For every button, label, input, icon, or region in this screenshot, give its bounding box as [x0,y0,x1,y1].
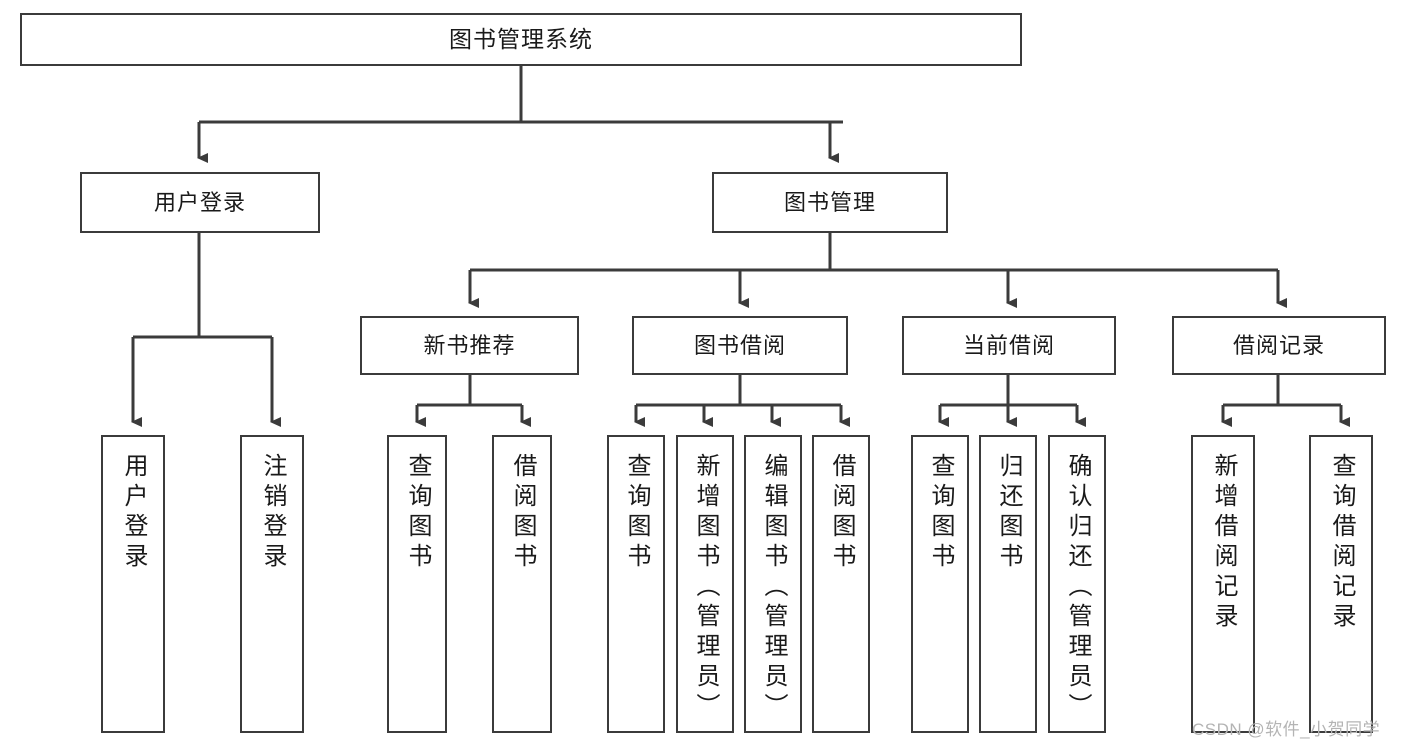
node-leaf-edit-book-label: 编辑图书（管理员） [760,453,787,723]
node-user-login-label: 用户登录 [153,189,246,215]
node-borrow-record-label: 借阅记录 [1232,332,1325,358]
node-leaf-add-book-label: 新增图书（管理员） [692,453,719,723]
node-leaf-query-book-3[interactable]: 查询图书 [911,435,969,733]
node-leaf-query-book-3-label: 查询图书 [927,453,954,573]
node-current-borrow-label: 当前借阅 [962,332,1055,358]
node-leaf-query-book-2-label: 查询图书 [623,453,650,573]
csdn-watermark: CSDN @软件_小贺同学 [1192,720,1381,739]
node-leaf-add-record-label: 新增借阅记录 [1210,453,1237,633]
node-root-label: 图书管理系统 [449,26,593,53]
node-leaf-borrow-book-1[interactable]: 借阅图书 [492,435,552,733]
node-leaf-add-record[interactable]: 新增借阅记录 [1191,435,1255,733]
node-leaf-confirm-return[interactable]: 确认归还（管理员） [1048,435,1106,733]
node-leaf-confirm-return-label: 确认归还（管理员） [1064,453,1091,723]
node-leaf-logout-login-label: 注销登录 [259,453,286,573]
node-leaf-user-login[interactable]: 用户登录 [101,435,165,733]
node-leaf-query-book-2[interactable]: 查询图书 [607,435,665,733]
node-new-book-recommend-label: 新书推荐 [423,332,516,358]
node-leaf-borrow-book-2[interactable]: 借阅图书 [812,435,870,733]
node-book-borrow-label: 图书借阅 [693,332,786,358]
node-new-book-recommend[interactable]: 新书推荐 [360,316,579,375]
node-leaf-return-book-label: 归还图书 [995,453,1022,573]
node-leaf-logout-login[interactable]: 注销登录 [240,435,304,733]
node-borrow-record[interactable]: 借阅记录 [1172,316,1386,375]
node-root-system[interactable]: 图书管理系统 [20,13,1022,66]
node-book-borrow[interactable]: 图书借阅 [632,316,848,375]
node-current-borrow[interactable]: 当前借阅 [902,316,1116,375]
node-leaf-user-login-label: 用户登录 [120,453,147,573]
node-leaf-add-book[interactable]: 新增图书（管理员） [676,435,734,733]
node-leaf-query-record-label: 查询借阅记录 [1328,453,1355,633]
node-leaf-query-book-1-label: 查询图书 [404,453,431,573]
node-user-login[interactable]: 用户登录 [80,172,320,233]
node-leaf-query-book-1[interactable]: 查询图书 [387,435,447,733]
node-leaf-borrow-book-2-label: 借阅图书 [828,453,855,573]
node-leaf-query-record[interactable]: 查询借阅记录 [1309,435,1373,733]
node-leaf-return-book[interactable]: 归还图书 [979,435,1037,733]
node-leaf-borrow-book-1-label: 借阅图书 [509,453,536,573]
node-leaf-edit-book[interactable]: 编辑图书（管理员） [744,435,802,733]
node-book-manage-label: 图书管理 [783,189,876,215]
node-book-manage[interactable]: 图书管理 [712,172,948,233]
